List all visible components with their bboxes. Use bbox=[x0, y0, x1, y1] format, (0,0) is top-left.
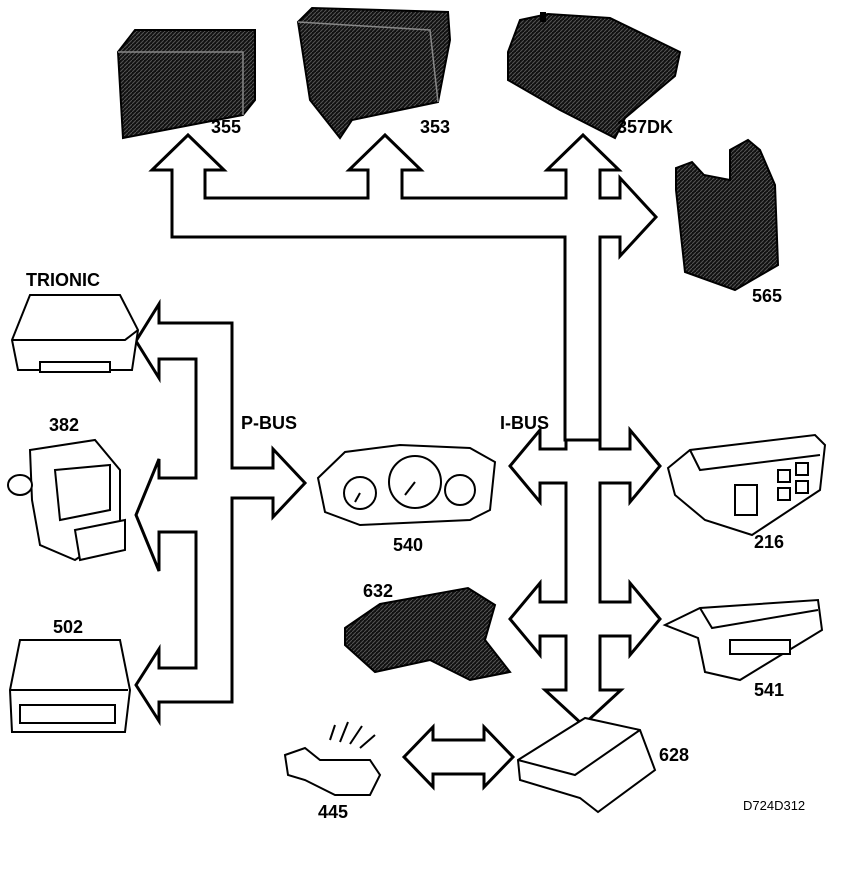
module-565-label: 565 bbox=[752, 286, 783, 306]
module-216-illustration bbox=[666, 433, 827, 537]
module-541-label: 541 bbox=[754, 680, 785, 700]
module-628-label: 628 bbox=[659, 745, 690, 765]
module-357dk-label: 357DK bbox=[617, 117, 674, 137]
module-355-illustration bbox=[116, 29, 256, 140]
module-382-label: 382 bbox=[49, 415, 80, 435]
module-357dk-illustration bbox=[507, 12, 682, 140]
module-trionic-illustration bbox=[10, 294, 140, 373]
p-bus-label: P-BUS bbox=[241, 413, 298, 433]
drawing-code: D724D312 bbox=[743, 798, 806, 813]
module-445-illustration bbox=[283, 721, 382, 796]
p-bus-arrow bbox=[134, 298, 308, 727]
module-353-label: 353 bbox=[420, 117, 451, 137]
module-216-label: 216 bbox=[754, 532, 785, 552]
i-bus-lower-arrow bbox=[508, 425, 662, 728]
module-632-illustration bbox=[344, 586, 512, 682]
i-bus-upper-arrow bbox=[148, 132, 659, 442]
module-541-illustration bbox=[662, 598, 824, 682]
module-445-label: 445 bbox=[318, 802, 349, 822]
module-trionic-label: TRIONIC bbox=[26, 270, 100, 290]
i-bus-label: I-BUS bbox=[500, 413, 549, 433]
module-565-illustration bbox=[675, 138, 780, 292]
module-502-illustration bbox=[8, 639, 132, 733]
module-382-illustration bbox=[7, 438, 126, 562]
module-540-illustration bbox=[316, 443, 497, 527]
module-540-label: 540 bbox=[393, 535, 424, 555]
module-502-label: 502 bbox=[53, 617, 84, 637]
diagnostic-link-arrow bbox=[401, 723, 516, 791]
module-628-illustration bbox=[516, 716, 657, 814]
module-632-label: 632 bbox=[363, 581, 394, 601]
module-355-label: 355 bbox=[211, 117, 242, 137]
module-353-illustration bbox=[296, 6, 452, 140]
